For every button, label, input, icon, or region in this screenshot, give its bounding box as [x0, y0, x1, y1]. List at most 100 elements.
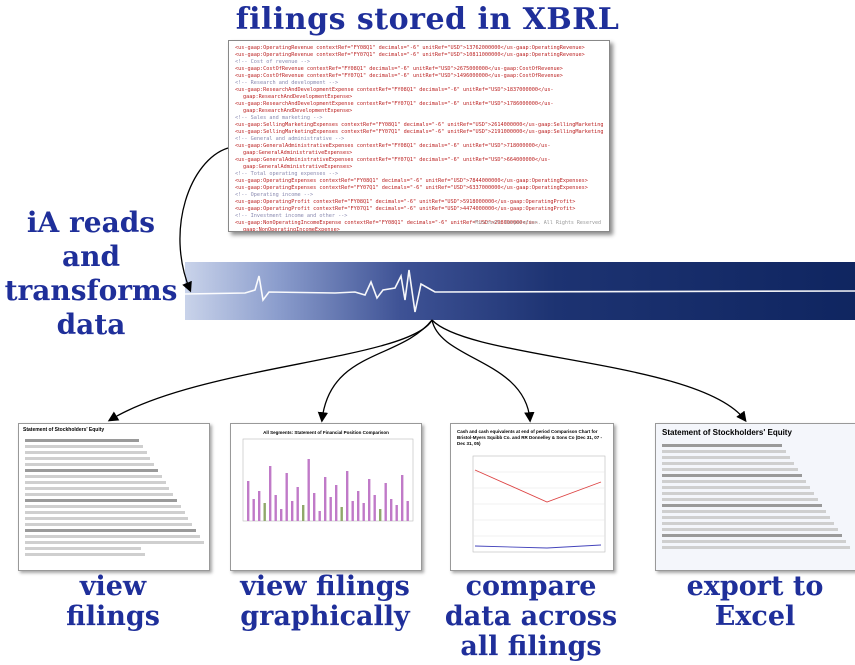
caption-line: data across	[444, 601, 618, 632]
table-row-placeholder	[662, 486, 810, 489]
bar-mark	[318, 511, 321, 521]
bar-graphic	[242, 438, 414, 522]
caption-line: compare	[465, 571, 597, 602]
xbrl-line: gaap:GeneralAdministrativeExpenses>	[243, 164, 353, 170]
bar-mark	[302, 505, 305, 521]
bar-mark	[285, 473, 288, 521]
process-label: iA reads and transforms data	[0, 206, 182, 342]
table-row-placeholder	[25, 511, 185, 514]
excel-thumbnail: Statement of Stockholders' Equity	[655, 423, 855, 571]
caption-view-filings: view filings	[18, 572, 208, 632]
table-row-placeholder	[662, 468, 798, 471]
xbrl-line: <!-- Operating income -->	[235, 192, 314, 198]
table-row-placeholder	[662, 456, 790, 459]
xbrl-line: gaap:ResearchAndDevelopmentExpense>	[243, 108, 353, 114]
bar-mark	[384, 483, 387, 521]
table-row-placeholder	[662, 498, 818, 501]
xbrl-line: <us-gaap:GeneralAdministrativeExpenses c…	[235, 143, 551, 149]
caption-line: view	[79, 571, 147, 602]
bar-mark	[324, 477, 327, 521]
table-row-placeholder	[25, 547, 141, 550]
bar-mark	[379, 509, 382, 521]
bar-mark	[280, 509, 283, 521]
xbrl-line: <us-gaap:OperatingRevenue contextRef="FY…	[235, 45, 585, 51]
xbrl-line: <us-gaap:OperatingExpenses contextRef="F…	[235, 185, 588, 191]
xbrl-line: gaap:ResearchAndDevelopmentExpense>	[243, 94, 353, 100]
table-row-placeholder	[662, 510, 826, 513]
table-row-placeholder	[662, 504, 822, 507]
caption-line: all filings	[460, 631, 602, 662]
table-row-placeholder	[25, 553, 145, 556]
table-row-placeholder	[662, 474, 802, 477]
table-row-placeholder	[662, 444, 782, 447]
xbrl-line: <us-gaap:SellingMarketingExpenses contex…	[235, 122, 603, 128]
bar-mark	[258, 491, 261, 521]
xbrl-line: <us-gaap:SellingMarketingExpenses contex…	[235, 129, 603, 135]
table-row-placeholder	[662, 450, 786, 453]
bar-mark	[351, 501, 354, 521]
thumb-title: All Segments: Statement of Financial Pos…	[263, 430, 389, 435]
xbrl-line: <us-gaap:NonOperatingIncomeExpense conte…	[235, 220, 538, 226]
xbrl-line: <us-gaap:OperatingRevenue contextRef="FY…	[235, 52, 585, 58]
plot-frame	[242, 438, 414, 522]
table-row-placeholder	[662, 480, 806, 483]
table-row-placeholder	[25, 445, 143, 448]
xbrl-line: gaap:NonOperatingIncomeExpense>	[243, 227, 340, 232]
table-row-placeholder	[25, 499, 177, 502]
thumb-rows	[656, 444, 855, 549]
table-row-placeholder	[25, 469, 158, 472]
thumb-title: Cash and cash equivalents at end of peri…	[457, 429, 603, 446]
xbrl-lines: <us-gaap:OperatingRevenue contextRef="FY…	[235, 45, 603, 232]
bar-mark	[346, 471, 349, 521]
xbrl-line: <us-gaap:OperatingProfit contextRef="FY0…	[235, 199, 576, 205]
xbrl-watermark: Microsoft Corporation. All Rights Reserv…	[474, 220, 601, 226]
caption-line: filings	[66, 601, 160, 632]
xbrl-line: <!-- Total operating expenses -->	[235, 171, 339, 177]
xbrl-line: <!-- Investment income and other -->	[235, 213, 348, 219]
xbrl-line: <us-gaap:CostOfRevenue contextRef="FY07Q…	[235, 73, 563, 79]
bar-mark	[373, 495, 376, 521]
table-row-placeholder	[25, 439, 139, 442]
bar-mark	[252, 499, 255, 521]
process-label-line-2: and	[61, 240, 121, 273]
xbrl-line: <!-- Research and development -->	[235, 80, 339, 86]
xbrl-line: <us-gaap:GeneralAdministrativeExpenses c…	[235, 157, 551, 163]
table-row-placeholder	[25, 481, 166, 484]
diagram-title: filings stored in XBRL	[235, 2, 620, 37]
graph-thumbnail: All Segments: Statement of Financial Pos…	[230, 423, 422, 571]
caption-line: graphically	[240, 601, 410, 632]
ia-processing-banner	[185, 262, 855, 320]
xbrl-line: <us-gaap:CostOfRevenue contextRef="FY08Q…	[235, 66, 563, 72]
caption-line: view filings	[240, 571, 410, 602]
bar-mark	[274, 495, 277, 521]
table-row-placeholder	[662, 522, 834, 525]
bar-mark	[368, 479, 371, 521]
line-graphic	[472, 455, 606, 553]
bar-mark	[296, 487, 299, 521]
table-row-placeholder	[25, 541, 204, 544]
table-row-placeholder	[25, 475, 162, 478]
bar-mark	[406, 501, 409, 521]
xbrl-line: <!-- Cost of revenue -->	[235, 59, 310, 65]
table-row-placeholder	[662, 540, 846, 543]
bar-mark	[340, 507, 343, 521]
table-row-placeholder	[25, 457, 151, 460]
xbrl-line: <!-- Sales and marketing -->	[235, 115, 323, 121]
xbrl-document-image: <us-gaap:OperatingRevenue contextRef="FY…	[228, 40, 610, 232]
comparison-chart-thumbnail: Cash and cash equivalents at end of peri…	[450, 423, 614, 571]
table-row-placeholder	[25, 493, 174, 496]
caption-view-graphically: view filings graphically	[225, 572, 425, 632]
heartbeat-graphic	[185, 269, 855, 313]
bar-mark	[357, 491, 360, 521]
bar-mark	[291, 501, 294, 521]
bar-mark	[329, 497, 332, 521]
xbrl-line: <us-gaap:ResearchAndDevelopmentExpense c…	[235, 101, 554, 107]
caption-line: Excel	[714, 601, 796, 632]
bar-mark	[247, 481, 250, 521]
process-label-line-3: transforms	[4, 274, 178, 307]
table-row-placeholder	[25, 487, 170, 490]
bar-mark	[269, 466, 272, 521]
caption-line: export to	[686, 571, 824, 602]
table-row-placeholder	[662, 546, 850, 549]
table-row-placeholder	[662, 492, 814, 495]
